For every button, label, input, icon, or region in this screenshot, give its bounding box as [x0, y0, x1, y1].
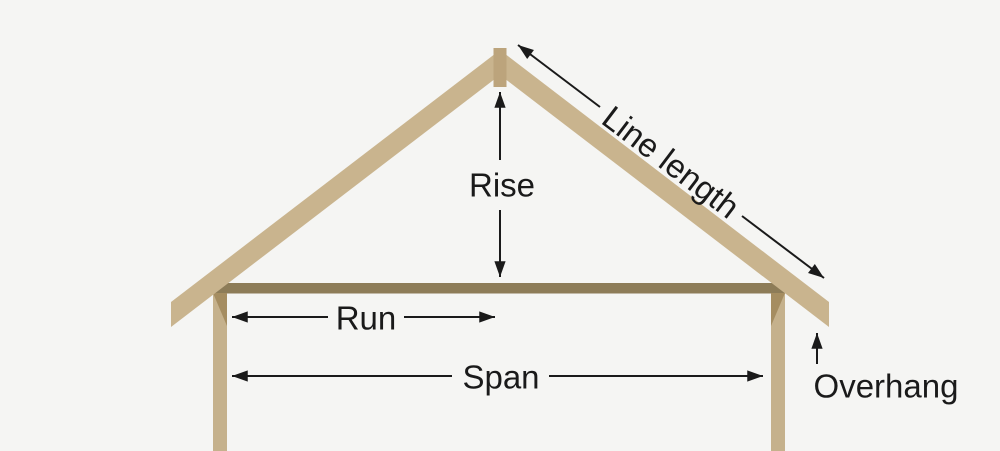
rafter-seat-shadow-left — [213, 293, 227, 326]
left-wall-stud — [213, 286, 227, 451]
ridge-board — [493, 48, 507, 87]
line-length-arrow-upper-segment — [517, 44, 601, 108]
rise-label: Rise — [469, 167, 535, 204]
rafter-seat-shadow-right — [771, 293, 785, 326]
span-label: Span — [462, 359, 539, 396]
ceiling-joist — [213, 283, 786, 294]
left-rafter — [171, 55, 494, 327]
overhang-label: Overhang — [814, 368, 959, 405]
line-length-arrow-lower-segment — [741, 215, 825, 279]
run-label: Run — [336, 300, 397, 337]
line-length-dimension-arrow — [517, 44, 825, 279]
right-wall-stud — [771, 286, 785, 451]
right-rafter — [506, 55, 829, 327]
